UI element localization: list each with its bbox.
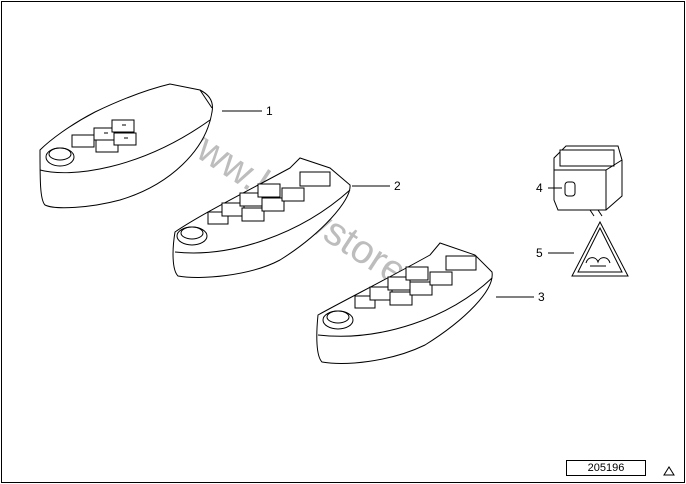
- single-switch-part-4: [553, 145, 623, 217]
- corner-triangle-icon: [663, 466, 675, 476]
- callout-4: 4: [536, 181, 543, 195]
- callout-3: 3: [538, 290, 545, 304]
- switch-block-part-3: [316, 242, 493, 364]
- diagram-number: 205196: [566, 460, 646, 476]
- callout-2: 2: [394, 179, 401, 193]
- switch-block-part-1: [39, 83, 213, 209]
- triangle-warning-icon: [571, 220, 629, 277]
- switch-block-part-2: [172, 157, 351, 278]
- callout-5: 5: [536, 246, 543, 260]
- callout-1: 1: [266, 104, 273, 118]
- leader-lines: [222, 110, 574, 298]
